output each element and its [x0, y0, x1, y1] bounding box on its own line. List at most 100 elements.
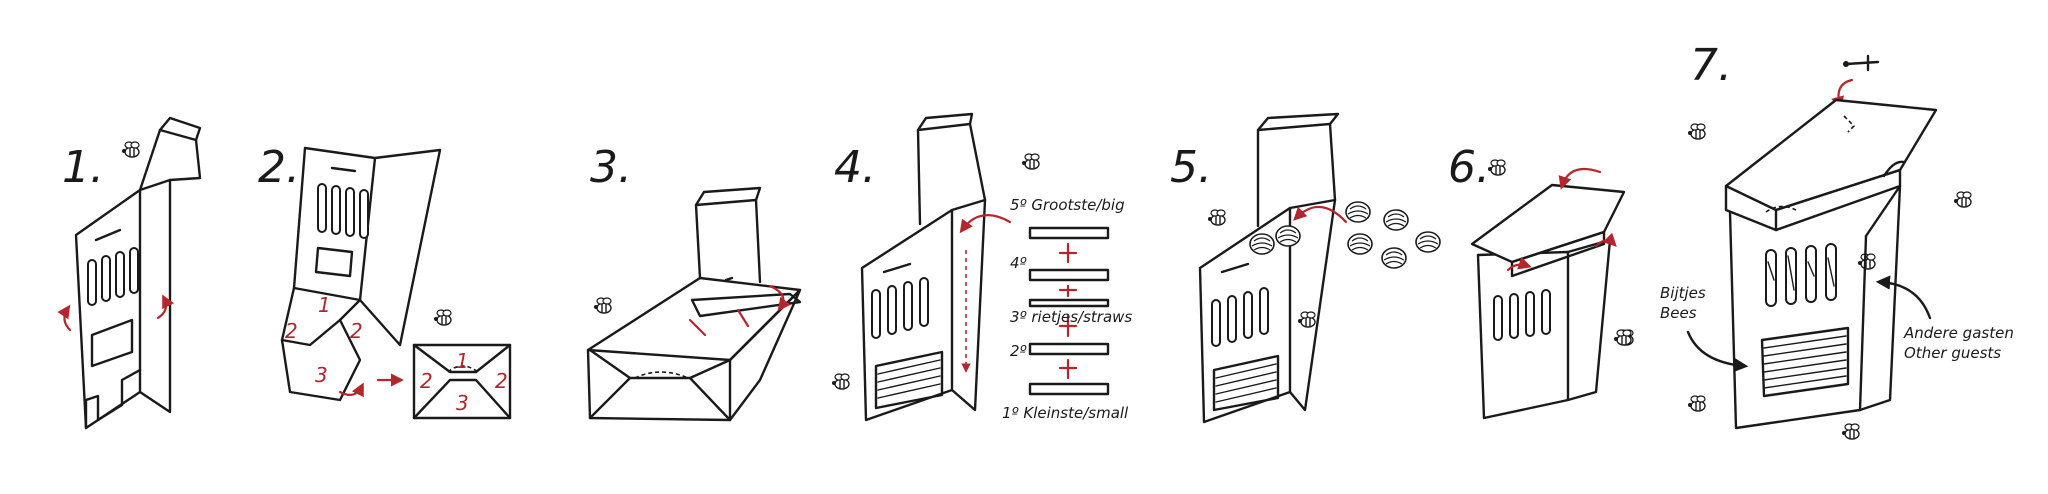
- pine-cone: [1249, 233, 1275, 255]
- window-cutout: [314, 246, 354, 278]
- step-2: 2. 1 2 2 3 1 2 2 3: [258, 142, 512, 420]
- plus-signs: [1058, 242, 1078, 380]
- bee-icon: [1687, 395, 1706, 412]
- dashed-tuck: [634, 371, 689, 379]
- dashed-tuck: [447, 365, 479, 373]
- layer-3-label: 3º rietjes/straws: [1010, 308, 1132, 326]
- box-side: [950, 198, 987, 412]
- box-front: [1728, 210, 1868, 430]
- box-lid-top: [916, 112, 974, 132]
- tuck-arrow-right: [1594, 232, 1617, 248]
- box-lying-end: [586, 348, 732, 422]
- fold-mark-1: 1: [318, 293, 331, 317]
- fold-mark-2b: 2: [350, 319, 363, 343]
- bee-icon: [1297, 311, 1316, 328]
- box-lying-top: [586, 276, 802, 362]
- step-7: 7. Bijtjes Bees Andere ga: [1613, 40, 2014, 440]
- fold-mark-2: 2: [285, 319, 298, 343]
- step-2-number: 2.: [258, 142, 300, 193]
- pine-cone: [1415, 231, 1441, 253]
- box-side: [1858, 184, 1902, 412]
- fold-mark-3: 3: [315, 363, 328, 387]
- close-arrow: [1558, 168, 1602, 190]
- bee-icon: [1021, 153, 1040, 170]
- nest-block: [1212, 354, 1280, 412]
- bottom-flap-3: [280, 318, 362, 402]
- handle-slot: [1882, 160, 1906, 178]
- nail-head: [1843, 61, 1849, 67]
- nest-block-texture: [1763, 335, 1847, 389]
- bee-icon: [1487, 159, 1506, 176]
- pine-cone: [1381, 247, 1407, 269]
- bee-icon: [1207, 209, 1226, 226]
- nest-block: [1760, 326, 1850, 398]
- box-lid: [1724, 98, 1938, 212]
- box-side: [74, 188, 142, 430]
- step-4-number: 4.: [834, 142, 876, 193]
- layer-2: [1028, 342, 1110, 356]
- layer-5: [1028, 226, 1110, 240]
- vent-contents: [1767, 255, 1835, 291]
- inner-flap: [690, 292, 802, 318]
- flap-mark-2b: 2: [495, 369, 508, 393]
- bees-label-nl: Bijtjes: [1660, 284, 1706, 302]
- box-feet: [84, 368, 142, 430]
- layer-1: [1028, 382, 1110, 396]
- nest-block-texture: [1215, 363, 1277, 403]
- box-lid-up: [916, 122, 987, 226]
- other-guests-label-nl: Andere gasten: [1903, 324, 2014, 342]
- bee-icon: [831, 373, 850, 390]
- layer-3: [1028, 298, 1110, 308]
- pine-cone: [1275, 225, 1301, 247]
- box-lid-top: [694, 186, 762, 207]
- box-side: [1566, 238, 1612, 402]
- step-5: 5.: [1170, 112, 1441, 424]
- step-1: 1.: [57, 116, 202, 430]
- step-3: 3.: [586, 142, 802, 422]
- box-front: [138, 178, 172, 414]
- box-side: [1288, 198, 1337, 412]
- nail: [1844, 54, 1880, 72]
- insert-arrow: [959, 214, 1012, 234]
- bee-icon: [1841, 423, 1860, 440]
- slot-line: [882, 262, 912, 274]
- step-5-number: 5.: [1170, 142, 1212, 193]
- window-cutout: [90, 318, 134, 368]
- pine-cone: [1383, 209, 1409, 231]
- bee-icon: [433, 309, 452, 326]
- fold-arrow-left: [57, 304, 72, 332]
- layer-4: [1028, 268, 1110, 282]
- step-4: 4. 5º Grootste/big 4º 3º rietjes/straws: [831, 112, 1132, 422]
- other-guests-label-en: Other guests: [1904, 344, 2001, 362]
- fold-arrow-right: [156, 294, 175, 320]
- other-guests-pointer: [1875, 275, 1932, 320]
- insert-arrow: [1293, 205, 1348, 224]
- bee-icon: [593, 297, 612, 314]
- bees-label-en: Bees: [1660, 304, 1697, 322]
- box-lid-up: [1256, 122, 1337, 228]
- bee-icon: [1687, 123, 1706, 140]
- box-lid-top: [1256, 112, 1340, 132]
- box-side-panel: [358, 148, 442, 347]
- vent-bars: [1765, 243, 1837, 307]
- vent-bars: [871, 277, 929, 339]
- step-6: 6.: [1448, 142, 1634, 420]
- lid-tuck: [1765, 205, 1797, 213]
- step-7-number: 7.: [1690, 40, 1732, 91]
- bee-icon: [121, 141, 140, 158]
- box-lid-up: [694, 198, 762, 284]
- flap-mark-3: 3: [456, 391, 469, 415]
- layer-5-label: 5º Grootste/big: [1010, 196, 1125, 214]
- small-hole: [724, 276, 734, 282]
- slot-line: [1220, 262, 1250, 274]
- nest-block-texture: [877, 359, 941, 399]
- step-1-number: 1.: [62, 142, 104, 193]
- flap-folds: [412, 343, 512, 420]
- fold-ticks: [688, 308, 750, 337]
- fold-arrow: [768, 284, 791, 312]
- box-lid-closing: [1470, 183, 1626, 264]
- vent-bars: [317, 183, 369, 239]
- box-lid-fold: [138, 128, 202, 192]
- lid-front-edge: [1724, 184, 1778, 232]
